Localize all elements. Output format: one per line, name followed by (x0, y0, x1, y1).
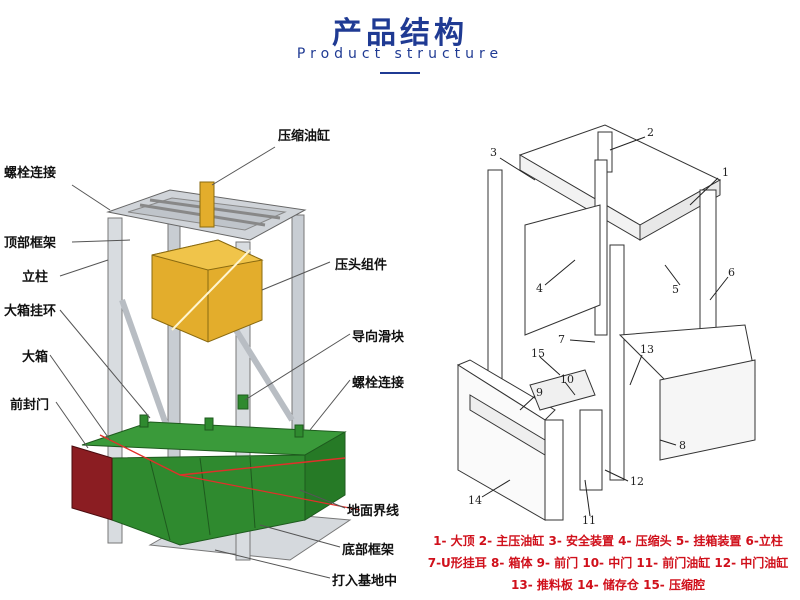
title-underline (380, 72, 420, 74)
num-11: 11 (582, 514, 596, 527)
num-8: 8 (679, 439, 686, 452)
label-top-frame: 顶部框架 (4, 236, 57, 251)
label-front-door: 前封门 (10, 398, 50, 413)
num-15: 15 (531, 347, 545, 360)
legend-line-2: 7-U形挂耳 8- 箱体 9- 前门 10- 中门 11- 前门油缸 12- 中… (427, 556, 789, 570)
num-6: 6 (728, 266, 735, 279)
label-ground-line: 地面界线 (347, 504, 400, 519)
num-1: 1 (722, 166, 729, 179)
front-door-r (544, 419, 564, 521)
front-door (71, 445, 113, 521)
middle-door-r (579, 409, 603, 491)
num-5: 5 (672, 283, 679, 296)
num-7: 7 (558, 333, 565, 346)
box-ring (139, 414, 149, 428)
label-compress-cylinder: 压缩油缸 (278, 129, 331, 144)
page-title: 产品结构 (332, 16, 468, 51)
label-guide-slider: 导向滑块 (352, 330, 405, 345)
label-bottom-frame: 底部框架 (342, 543, 395, 558)
num-2: 2 (647, 126, 654, 139)
num-14: 14 (468, 494, 482, 507)
column-r-4 (609, 244, 625, 481)
big-box-side (304, 431, 346, 521)
label-bolt-side: 螺栓连接 (352, 376, 405, 391)
push-plate-r (529, 369, 596, 411)
num-9: 9 (536, 386, 543, 399)
label-box-ring: 大箱挂环 (4, 304, 57, 319)
label-bolt-top: 螺栓连接 (4, 166, 57, 181)
label-press-head: 压头组件 (335, 258, 388, 273)
label-column: 立柱 (22, 270, 49, 285)
label-big-box: 大箱 (22, 350, 49, 365)
legend-line-3: 13- 推料板 14- 储存仓 15- 压缩腔 (511, 578, 705, 592)
legend-line-1: 1- 大顶 2- 主压油缸 3- 安全装置 4- 压缩头 5- 挂箱装置 6-立… (433, 534, 783, 548)
num-13: 13 (640, 343, 654, 356)
num-3: 3 (490, 146, 497, 159)
num-4: 4 (536, 282, 543, 295)
label-foundation: 打入基地中 (332, 574, 398, 589)
num-10: 10 (560, 373, 574, 386)
page-subtitle: Product structure (296, 46, 504, 62)
compress-cylinder (199, 181, 215, 228)
num-12: 12 (630, 475, 644, 488)
